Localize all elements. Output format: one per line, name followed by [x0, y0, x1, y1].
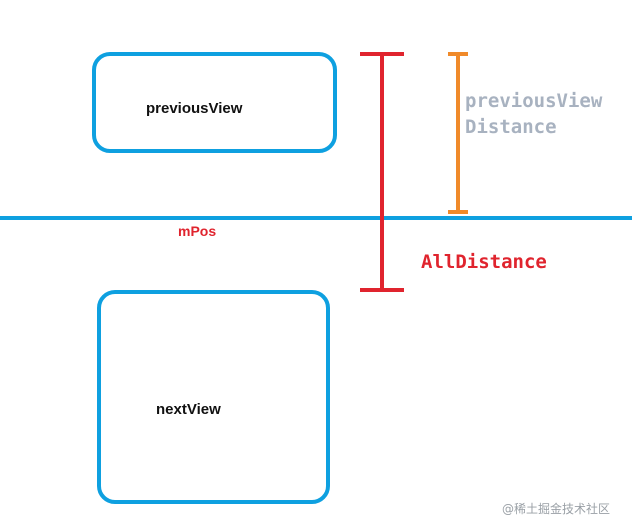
mpos-label: mPos: [178, 223, 216, 239]
previous-view-distance-label-line1: previousView: [465, 90, 603, 112]
next-view-label: nextView: [156, 401, 221, 418]
all-distance-marker: [360, 52, 404, 292]
previous-view-box: [92, 52, 337, 153]
previous-view-label: previousView: [146, 100, 243, 117]
next-view-box: [97, 290, 330, 504]
all-distance-label: AllDistance: [421, 251, 547, 273]
watermark-text: @稀土掘金技术社区: [502, 501, 610, 516]
previous-view-distance-marker: [448, 52, 468, 214]
previous-view-distance-label-line2: Distance: [465, 116, 557, 138]
